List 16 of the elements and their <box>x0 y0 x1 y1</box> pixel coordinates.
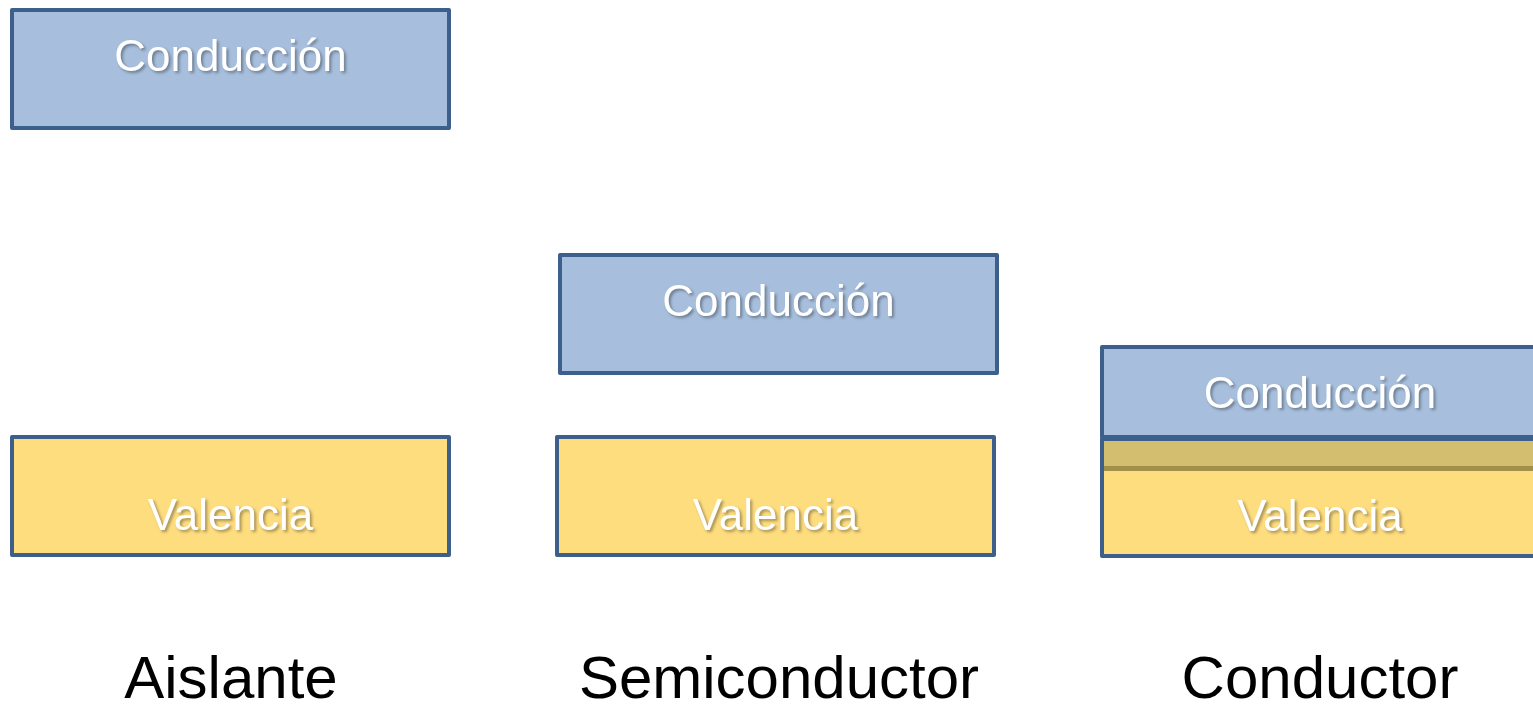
band-label: Valencia <box>1237 490 1403 542</box>
conduction-band <box>10 8 451 130</box>
band-label: Conducción <box>114 30 347 82</box>
valence-band <box>1100 437 1533 558</box>
band-label: Valencia <box>692 489 859 541</box>
overlap-band <box>1104 441 1533 471</box>
band-label: Valencia <box>147 489 314 541</box>
band-label: Conducción <box>662 275 895 327</box>
valence-band <box>555 435 996 557</box>
material-label: Conductor <box>1181 643 1459 704</box>
band-label: Conducción <box>1203 367 1437 419</box>
conduction-band <box>1100 345 1533 439</box>
valence-band <box>10 435 451 557</box>
material-label: Semiconductor <box>578 643 980 704</box>
conduction-band <box>558 253 999 375</box>
material-label: Aislante <box>124 643 338 704</box>
